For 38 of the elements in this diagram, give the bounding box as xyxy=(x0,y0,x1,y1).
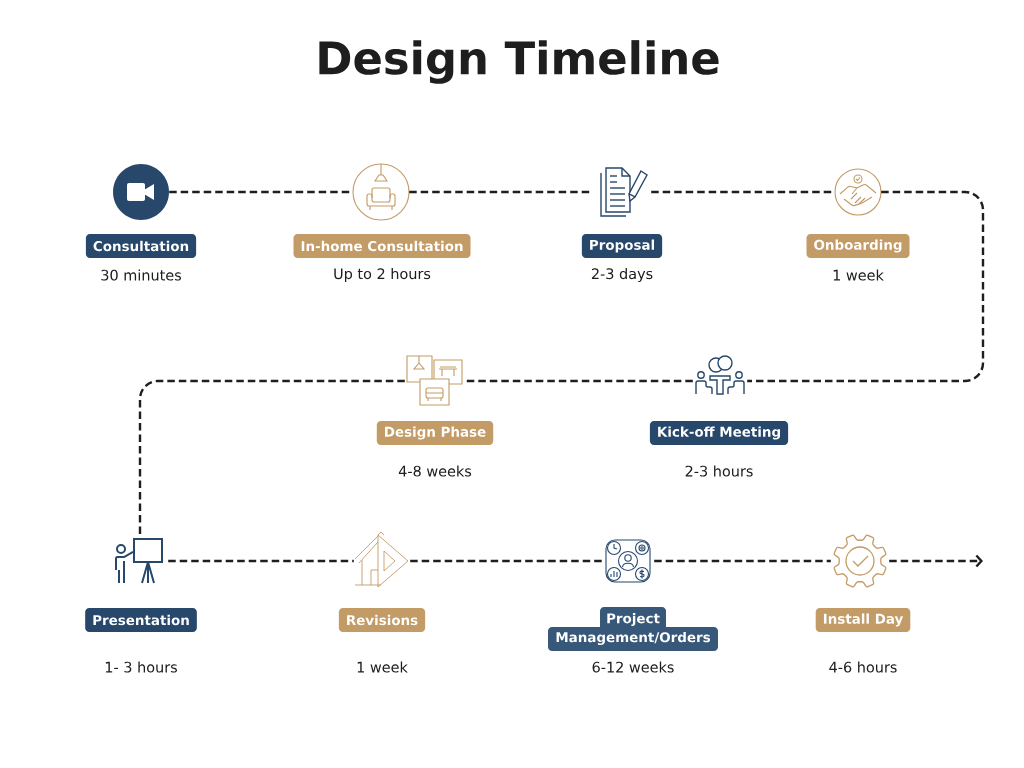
phase-badge: Install Day xyxy=(815,608,911,632)
phase-badge: Revisions xyxy=(338,608,426,632)
duration-text: 6-12 weeks xyxy=(592,661,674,673)
phase-badge: Design Phase xyxy=(376,421,494,445)
node-label: Project xyxy=(607,612,660,627)
management-icon xyxy=(605,539,651,583)
video-camera-icon xyxy=(113,164,169,220)
phase-badge: Onboarding xyxy=(806,234,910,258)
phase-badge: Kick-off Meeting xyxy=(649,421,789,445)
connector-line xyxy=(410,559,602,563)
house-ruler-icon xyxy=(354,531,409,588)
duration-text: 4-6 hours xyxy=(829,661,897,673)
connector-line xyxy=(138,379,405,536)
phase-badge: Consultation xyxy=(85,234,197,258)
duration-text: 1 week xyxy=(833,269,884,281)
duration-text: 30 minutes xyxy=(101,269,181,281)
meeting-icon xyxy=(695,355,745,395)
duration-text: 4-8 weeks xyxy=(398,465,472,477)
phase-badge: Project Management/Orders xyxy=(548,607,718,651)
connector-line xyxy=(654,559,831,563)
duration-text: 1 week xyxy=(357,661,408,673)
duration-text: 2-3 hours xyxy=(685,465,753,477)
duration-text: 2-3 days xyxy=(591,268,653,282)
duration-text: Up to 2 hours xyxy=(334,268,431,282)
document-pencil-icon xyxy=(600,167,648,217)
title: Design Timeline xyxy=(319,40,719,84)
phase-badge: Presentation xyxy=(85,608,197,632)
phase-badge: Proposal xyxy=(581,234,663,258)
handshake-icon xyxy=(834,168,882,216)
arrow xyxy=(889,554,983,568)
presentation-icon xyxy=(115,538,163,584)
phase-badge: In-home Consultation xyxy=(293,234,471,258)
connector-line xyxy=(168,559,354,563)
gear-check-icon xyxy=(833,534,887,588)
armchair-icon xyxy=(352,163,410,221)
duration-text: 1- 3 hours xyxy=(105,661,177,673)
picture-frames-icon xyxy=(406,355,463,406)
connector-line xyxy=(747,190,985,383)
